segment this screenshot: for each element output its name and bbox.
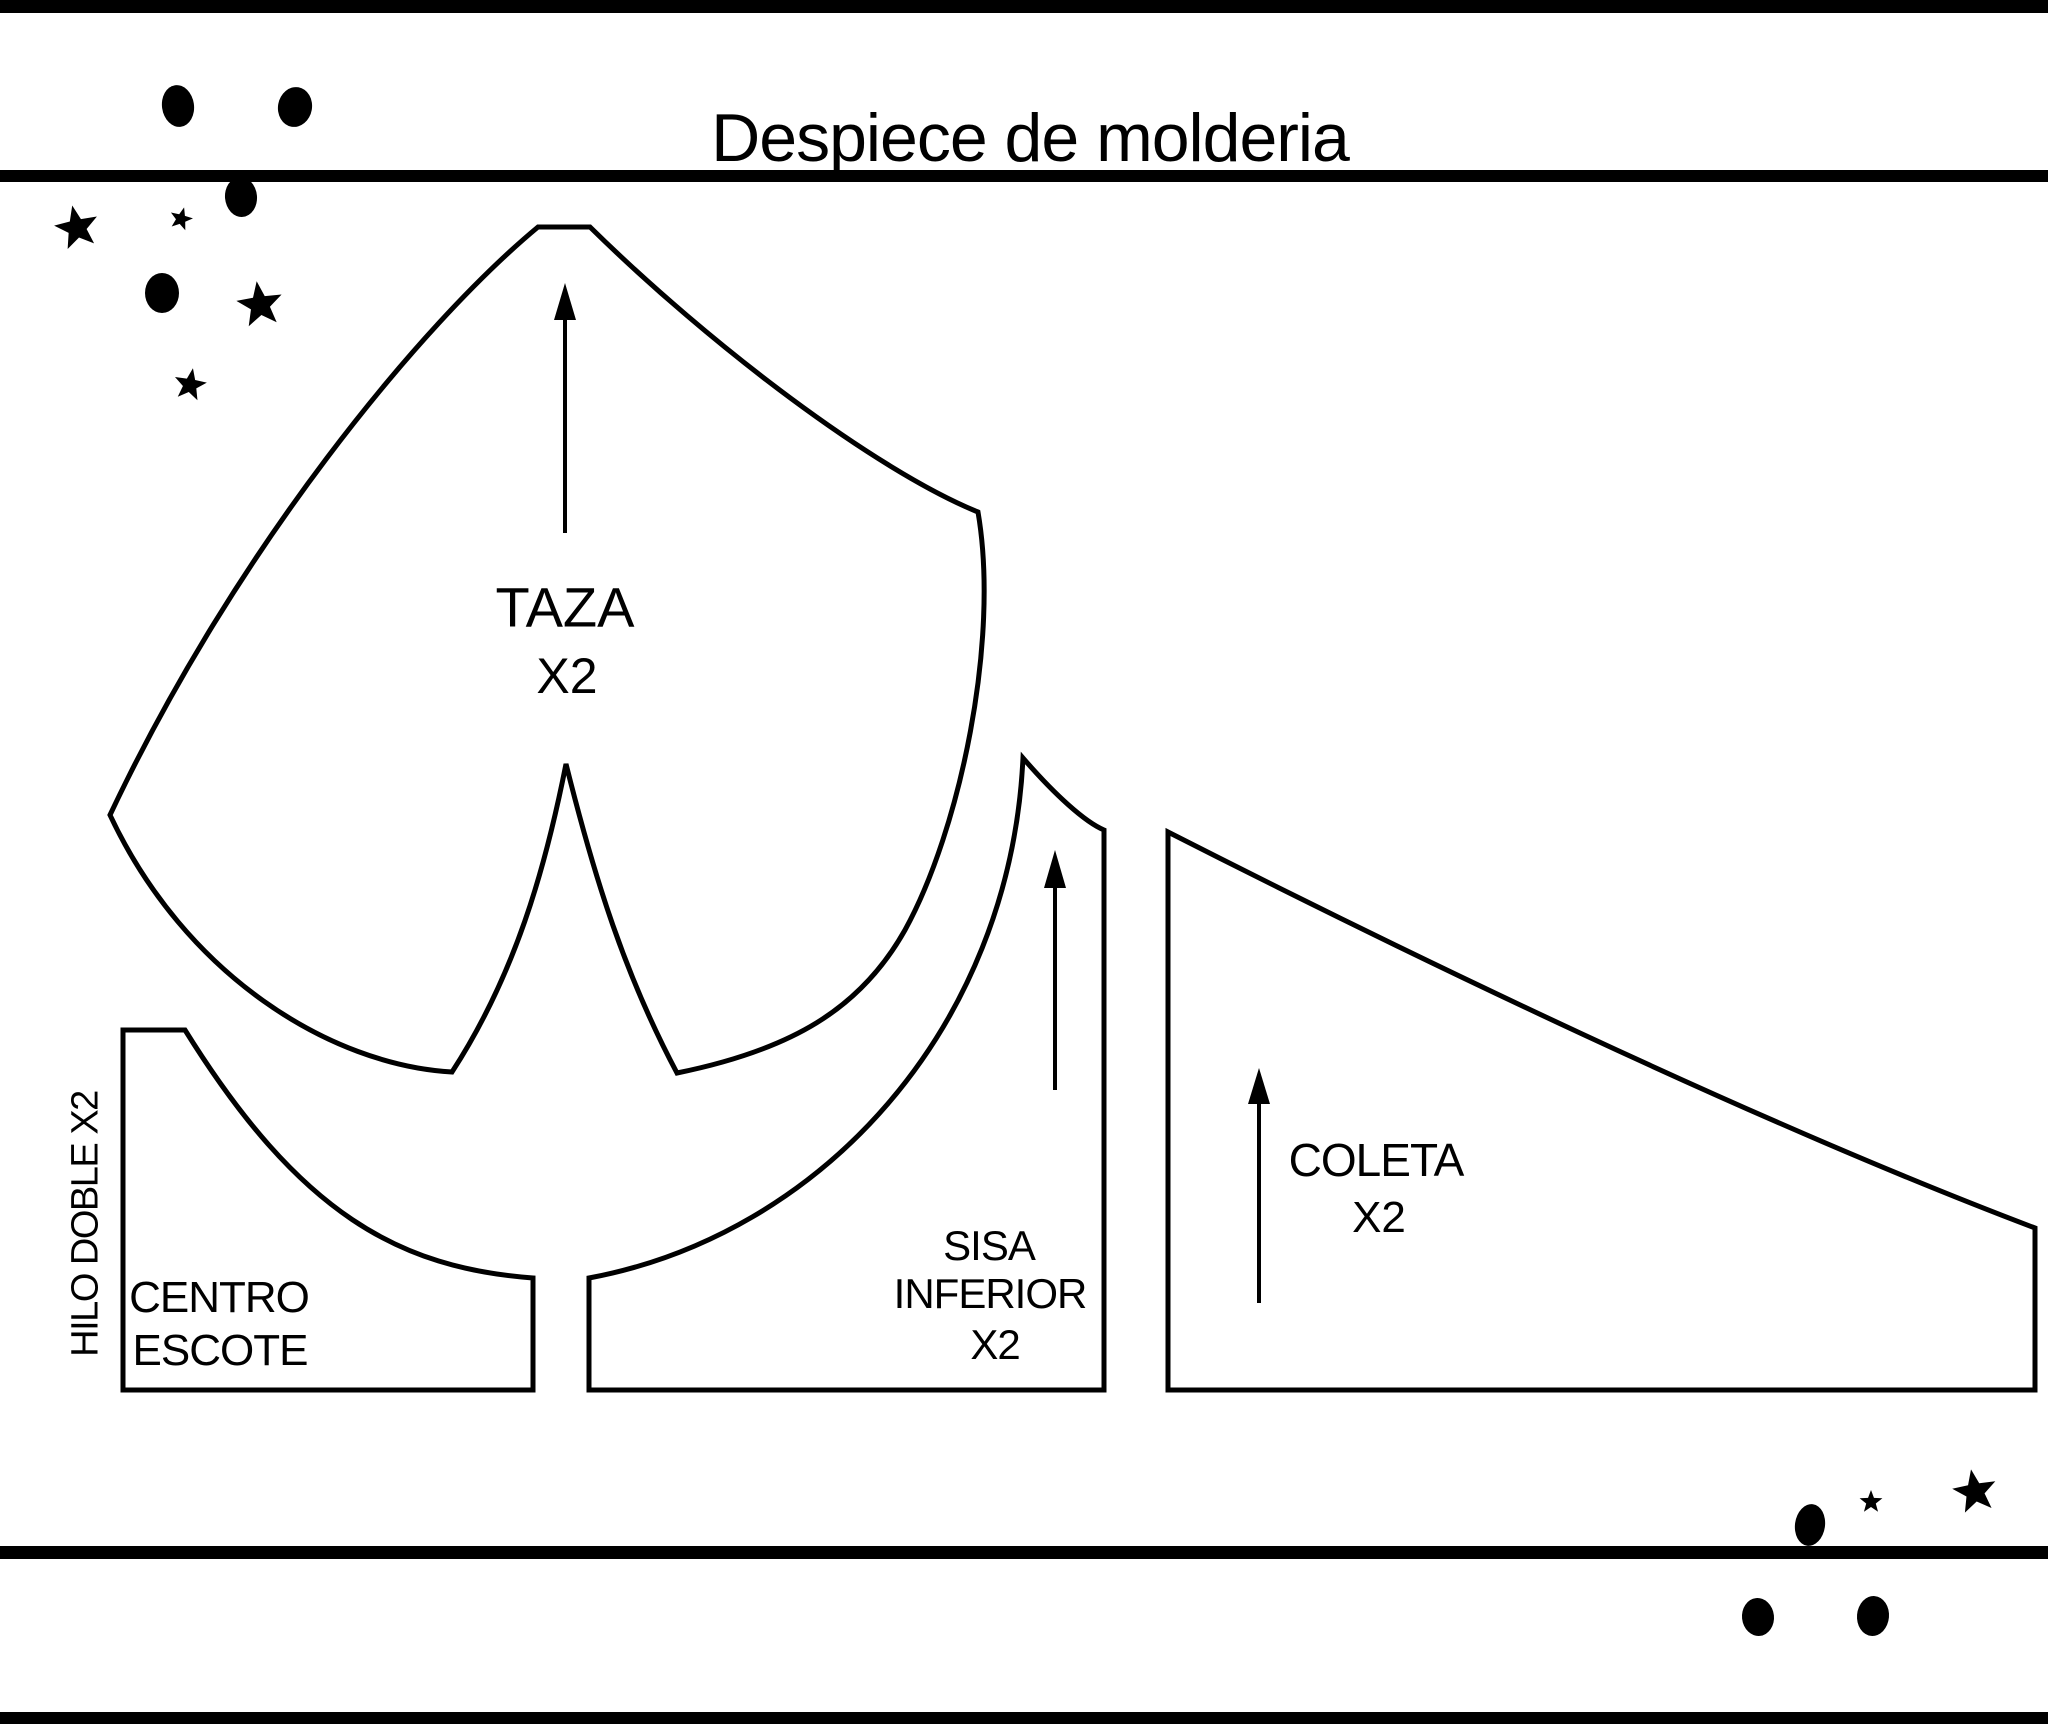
centro-escote-piece-outline: [120, 1027, 536, 1393]
dot-icon: [145, 273, 179, 313]
dot-icon: [1794, 1504, 1826, 1546]
coleta-grainline-arrowhead-icon: [1248, 1068, 1270, 1104]
centro-escote-label-line2: ESCOTE: [132, 1326, 309, 1375]
top-border-bar: [0, 0, 2048, 13]
bottom-border-bar: [0, 1712, 2048, 1724]
coleta-label: COLETA: [1288, 1134, 1465, 1186]
header-divider-bar: [0, 170, 2048, 182]
centro-escote-label-line1: CENTRO: [129, 1273, 310, 1322]
dot-icon: [224, 177, 258, 217]
coleta-quantity-label: X2: [1352, 1193, 1406, 1242]
star-icon: [1859, 1490, 1883, 1512]
star-icon: [234, 278, 286, 328]
taza-quantity-label: X2: [536, 648, 598, 704]
sisa-inferior-quantity-label: X2: [970, 1321, 1020, 1368]
top-left-decoration-group: [50, 85, 313, 402]
coleta-piece-outline: [1165, 827, 2038, 1393]
dot-icon: [1856, 1596, 1890, 1636]
page-title: Despiece de molderia: [711, 100, 1350, 176]
taza-grainline-arrowhead-icon: [554, 283, 576, 320]
star-icon: [1949, 1465, 2000, 1515]
sisa-inferior-label-line2: INFERIOR: [893, 1270, 1088, 1317]
dot-icon: [277, 87, 313, 127]
dot-icon: [161, 85, 195, 127]
footer-divider-bar: [0, 1546, 2048, 1559]
bottom-right-decoration-group: [1741, 1465, 2000, 1636]
star-icon: [167, 204, 196, 232]
sisa-inferior-piece-outline: [586, 751, 1107, 1393]
sisa-inferior-label-line1: SISA: [943, 1222, 1036, 1269]
taza-label: TAZA: [495, 575, 635, 639]
sisa-grainline-arrowhead-icon: [1044, 850, 1066, 888]
star-icon: [50, 200, 103, 251]
star-icon: [171, 365, 209, 402]
taza-piece-outline: [107, 224, 987, 1076]
dot-icon: [1741, 1598, 1775, 1636]
hilo-doble-grain-note: HILO DOBLE X2: [64, 1091, 107, 1357]
